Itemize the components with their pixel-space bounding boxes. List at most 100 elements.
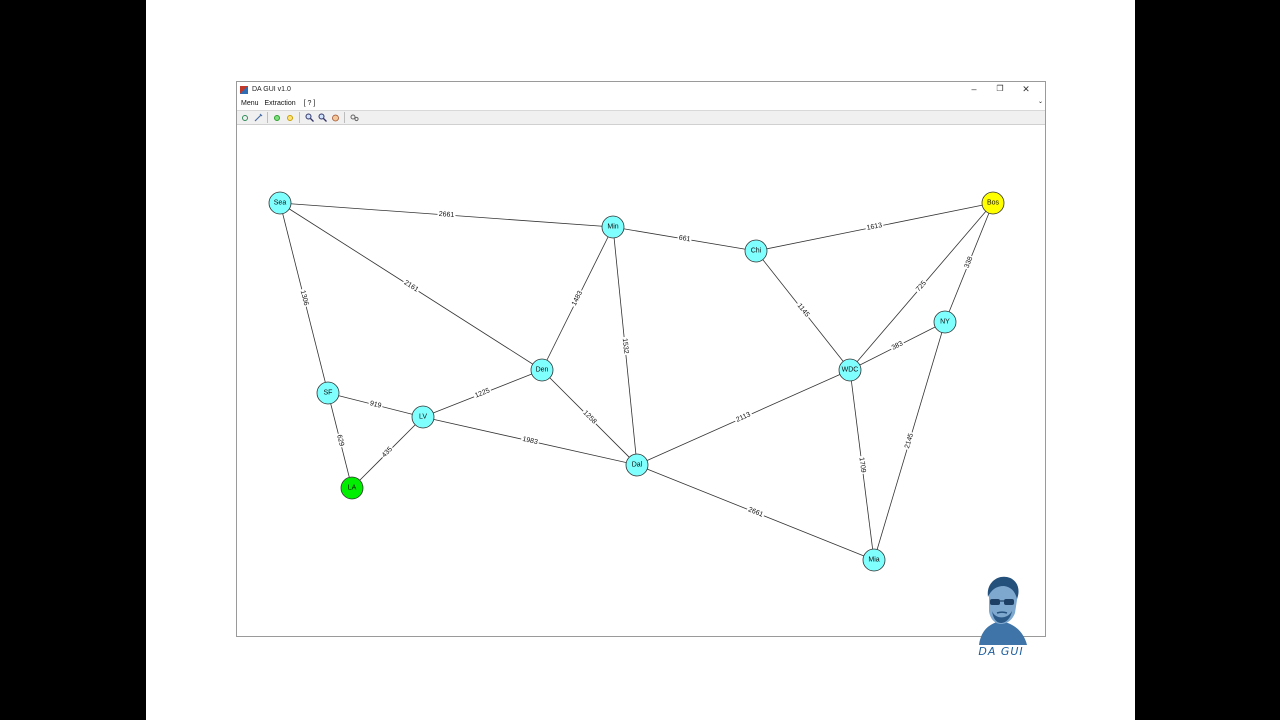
edge-weight-label: 1613 (864, 221, 885, 233)
minimize-button[interactable]: – (971, 84, 977, 94)
graph-node-chi[interactable]: Chi (744, 239, 768, 263)
edge-weight-text: 2113 (735, 411, 752, 424)
edit-icon[interactable] (253, 113, 263, 123)
node-label: Dal (632, 462, 643, 469)
da-gui-logo: DA GUI (971, 573, 1031, 663)
node-circle[interactable] (340, 476, 364, 500)
node-circle[interactable] (530, 358, 554, 382)
logo-text: DA GUI (978, 645, 1024, 658)
edge-label-background (903, 431, 916, 451)
graph-node-dal[interactable]: Dal (625, 453, 649, 477)
graph-node-min[interactable]: Min (601, 215, 625, 239)
edge-weight-text: 919 (369, 400, 382, 410)
edge-weight-label: 2661 (745, 505, 766, 520)
node-label: Bos (987, 200, 1000, 207)
edge-weight-label: 629 (334, 432, 346, 449)
node-circle[interactable] (316, 381, 340, 405)
node-circle[interactable] (981, 191, 1005, 215)
edge-label-background (367, 399, 384, 411)
toolbar (237, 110, 1045, 125)
edge-label-background (569, 288, 586, 309)
settings-icon[interactable] (349, 113, 359, 123)
graph-node-la[interactable]: LA (340, 476, 364, 500)
node-label: LV (419, 414, 427, 421)
node-circle[interactable] (625, 453, 649, 477)
graph-svg[interactable]: 2661661161313062161148315321145725338383… (237, 125, 1045, 636)
add-node-icon[interactable] (272, 113, 282, 123)
chevron-down-icon[interactable]: ⌄ (1037, 99, 1043, 105)
edge-label-background (733, 410, 754, 425)
menu-item-extraction[interactable]: Extraction (264, 99, 296, 107)
app-icon (240, 85, 248, 94)
window-controls: – ❐ ✕ (961, 82, 1039, 97)
edge-label-background (962, 254, 976, 271)
edge-label-background (856, 455, 868, 475)
node-circle[interactable] (744, 239, 768, 263)
maximize-button[interactable]: ❐ (996, 84, 1004, 93)
new-graph-icon[interactable] (240, 113, 250, 123)
edge-label-background (297, 288, 311, 308)
edge-label-background (620, 336, 630, 356)
edge-weight-label: 2661 (437, 210, 456, 220)
node-circle[interactable] (933, 310, 957, 334)
edge-weight-text: 1983 (522, 436, 539, 446)
title-bar[interactable]: DA GUI v1.0 – ❐ ✕ (237, 82, 1045, 97)
remove-node-icon[interactable] (285, 113, 295, 123)
graph-node-den[interactable]: Den (530, 358, 554, 382)
edges-layer (279, 202, 994, 561)
edge-weight-text: 1709 (858, 457, 867, 473)
edge-weight-text: 661 (678, 235, 691, 244)
close-button[interactable]: ✕ (1022, 84, 1030, 94)
edge-weight-text: 2161 (403, 279, 420, 293)
edge-weight-label: 725 (913, 278, 930, 295)
menu-item-menu[interactable]: Menu (241, 99, 259, 107)
graph-node-lv[interactable]: LV (411, 405, 435, 429)
graph-node-mia[interactable]: Mia (862, 548, 886, 572)
graph-node-wdc[interactable]: WDC (838, 358, 862, 382)
zoom-in-icon[interactable] (304, 113, 314, 123)
node-circle[interactable] (268, 191, 292, 215)
node-label: Den (536, 367, 549, 374)
node-circle[interactable] (862, 548, 886, 572)
node-label: Min (607, 224, 618, 231)
edge-weight-label: 1709 (856, 455, 868, 475)
graph-node-bos[interactable]: Bos (981, 191, 1005, 215)
edge-weight-text: 1306 (299, 290, 310, 307)
node-circle[interactable] (411, 405, 435, 429)
edge-label-background (580, 408, 599, 427)
edge-weight-label: 1225 (472, 386, 493, 401)
edge-weight-text: 2661 (747, 506, 764, 518)
menu-bar: Menu Extraction [ ? ] ⌄ (237, 97, 1045, 109)
edge-weight-label: 1532 (620, 336, 630, 356)
node-circle[interactable] (601, 215, 625, 239)
graph-node-sea[interactable]: Sea (268, 191, 292, 215)
toolbar-separator (344, 112, 345, 123)
pan-hand-icon[interactable] (330, 113, 340, 123)
edge-weight-label: 2145 (903, 431, 916, 451)
node-label: LA (348, 485, 357, 492)
zoom-out-icon[interactable] (317, 113, 327, 123)
edge-label-background (401, 278, 421, 295)
edge-weight-text: 2661 (438, 211, 454, 219)
node-label: Chi (751, 248, 762, 255)
graph-node-ny[interactable]: NY (933, 310, 957, 334)
edge-label-background (334, 432, 346, 449)
menu-item-help[interactable]: [ ? ] (303, 99, 316, 107)
edge-weight-text: 1532 (621, 338, 630, 354)
edge-weight-label: 338 (962, 254, 976, 271)
edge-weight-text: 338 (964, 256, 975, 270)
graph-node-sf[interactable]: SF (316, 381, 340, 405)
edge-weight-label: 383 (889, 339, 906, 353)
node-label: WDC (842, 367, 859, 374)
edge-weight-text: 1483 (571, 290, 584, 307)
edge-label-background (745, 505, 766, 520)
edge-weight-label: 661 (676, 233, 693, 245)
edge-label-background (676, 233, 693, 245)
edge-labels-layer: 2661661161313062161148315321145725338383… (297, 210, 976, 520)
window-title: DA GUI v1.0 (252, 86, 291, 93)
edge-weight-text: 2145 (904, 432, 915, 449)
node-circle[interactable] (838, 358, 862, 382)
edge-label-background (913, 278, 930, 295)
